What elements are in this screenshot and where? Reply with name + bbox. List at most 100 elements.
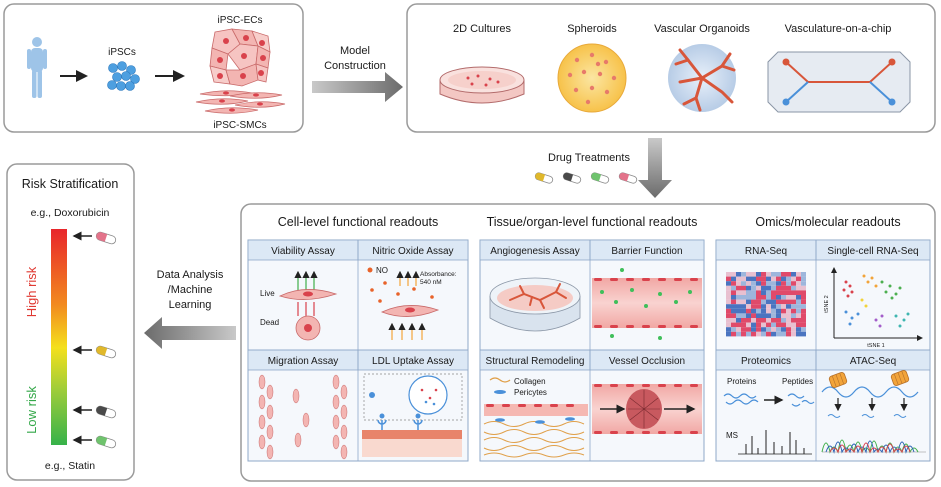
heatmap-cell [776, 322, 781, 328]
heatmap-cell [791, 281, 796, 286]
heatmap-cell [756, 327, 761, 332]
heatmap-cell [756, 308, 761, 314]
heatmap-cell [726, 276, 731, 282]
heatmap-cell [791, 313, 796, 318]
heatmap-cell [726, 281, 731, 286]
heatmap-cell [741, 308, 746, 314]
heatmap-cell [791, 299, 796, 305]
heatmap-cell [746, 322, 751, 328]
heatmap-cell [771, 295, 776, 300]
heatmap-cell [791, 308, 796, 314]
heatmap-cell [771, 285, 776, 291]
heatmap-cell [791, 290, 796, 295]
high-risk-label: High risk [24, 266, 39, 317]
culture-model-spheroids: Spheroids [567, 23, 617, 35]
proteomics-proteins-label: Proteins [727, 377, 756, 386]
heatmap-cell [736, 327, 741, 332]
heatmap-cell [796, 276, 801, 282]
heatmap-cell [741, 299, 746, 305]
heatmap-cell [786, 281, 791, 286]
heatmap-cell [781, 290, 786, 295]
heatmap-cell [801, 308, 806, 314]
omics-readouts-title: Omics/molecular readouts [755, 215, 900, 229]
risk-markers [72, 231, 117, 449]
heatmap-cell [796, 295, 801, 300]
heatmap-cell [751, 304, 756, 309]
nitric-oxide-illustration [367, 267, 440, 340]
panel-title-structural: Structural Remodeling [486, 356, 585, 367]
heatmap-cell [726, 318, 731, 323]
heatmap-cell [776, 304, 781, 309]
heatmap-cell [796, 313, 801, 318]
heatmap-cell [761, 285, 766, 291]
heatmap-cell [781, 304, 786, 309]
heatmap-cell [776, 308, 781, 314]
heatmap-cell [771, 290, 776, 295]
heatmap-cell [796, 322, 801, 328]
heatmap-cell [771, 276, 776, 282]
heatmap-cell [781, 331, 786, 337]
drug-treatments-arrow [638, 138, 672, 198]
heatmap-cell [736, 272, 741, 277]
panel-title-scrnaseq: Single-cell RNA-Seq [827, 246, 918, 257]
heatmap-cell [786, 290, 791, 295]
panel-title-viability: Viability Assay [271, 246, 335, 257]
heatmap-cell [726, 285, 731, 291]
heatmap-cell [756, 285, 761, 291]
heatmap-cell [801, 322, 806, 328]
heatmap-cell [731, 331, 736, 337]
heatmap-cell [781, 322, 786, 328]
ipsc-smc-nuclei [219, 91, 263, 112]
heatmap-cell [776, 281, 781, 286]
heatmap-cell [746, 281, 751, 286]
heatmap-cell [801, 304, 806, 309]
risk-top-example: e.g., Doxorubicin [31, 207, 110, 219]
heatmap-cell [776, 331, 781, 337]
heatmap-cell [786, 322, 791, 328]
heatmap-cell [731, 313, 736, 318]
heatmap-cell [786, 285, 791, 291]
heatmap-cell [746, 313, 751, 318]
ldl-uptake-illustration [362, 373, 463, 457]
heatmap-cell [756, 331, 761, 337]
proteomics-illustration [723, 393, 815, 455]
heatmap-cell [731, 276, 736, 282]
model-construction-line2: Construction [324, 60, 386, 72]
drug-pills-row [534, 172, 638, 184]
heatmap-cell [756, 276, 761, 282]
heatmap-cell [726, 322, 731, 328]
heatmap-cell [741, 327, 746, 332]
human-figure-icon [27, 37, 47, 98]
heatmap-cell [771, 313, 776, 318]
heatmap-cell [786, 331, 791, 337]
heatmap-cell [751, 299, 756, 305]
heatmap-cell [746, 285, 751, 291]
heatmap-cell [746, 295, 751, 300]
heatmap-cell [791, 327, 796, 332]
heatmap-cell [776, 299, 781, 305]
heatmap-cell [766, 276, 771, 282]
heatmap-cell [786, 313, 791, 318]
heatmap-cell [766, 281, 771, 286]
risk-title: Risk Stratification [22, 177, 119, 191]
nitric-absorbance-line1: Absorbance: [420, 271, 457, 278]
heatmap-cell [741, 285, 746, 291]
heatmap-cell [741, 295, 746, 300]
vascular-organoid-icon [668, 44, 736, 112]
heatmap-cell [781, 308, 786, 314]
heatmap-cell [796, 308, 801, 314]
heatmap-cell [771, 299, 776, 305]
structural-pericytes-label: Pericytes [514, 388, 547, 397]
heatmap-cell [726, 290, 731, 295]
tsne-x-label: tSNE 1 [867, 343, 884, 349]
panel-title-proteomics: Proteomics [741, 356, 791, 367]
label-ipsc-ecs: iPSC-ECs [217, 15, 262, 26]
heatmap-cell [756, 290, 761, 295]
heatmap-cell [761, 290, 766, 295]
heatmap-cell [786, 308, 791, 314]
heatmap-cell [776, 295, 781, 300]
viability-dead-label: Dead [260, 318, 279, 327]
heatmap-cell [791, 285, 796, 291]
heatmap-cell [726, 304, 731, 309]
